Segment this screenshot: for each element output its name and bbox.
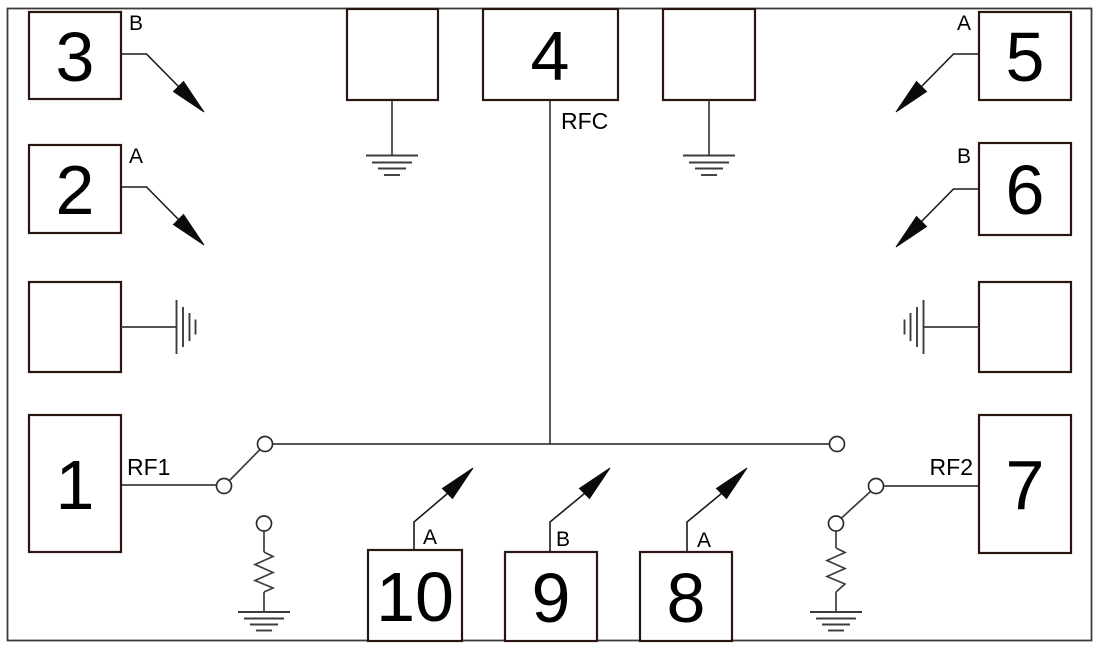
pin-2-control-label: A (129, 145, 143, 168)
ground-pad-top-left (345, 7, 440, 176)
control-arrow-icon (121, 53, 180, 88)
switch-throw-contact-right-shunt (827, 515, 845, 532)
pin-2-number: 2 (56, 151, 95, 229)
control-arrow-head-icon (895, 80, 928, 113)
control-arrow-head-icon (172, 213, 205, 246)
control-arrow-icon (686, 492, 723, 552)
switch-pole-contact-left (215, 477, 233, 495)
pin-3: 3 B (27, 10, 205, 113)
pin-8: 8 A (638, 467, 748, 643)
switch-throw-contact-left-shunt (255, 515, 273, 532)
pin-5-number: 5 (1006, 18, 1045, 96)
resistor-icon (824, 547, 848, 593)
pin-9-control-label: B (556, 528, 570, 551)
switch-arm-left (228, 449, 261, 482)
pin-5-control-label: A (957, 12, 971, 35)
blank-pin-box (661, 7, 757, 102)
pin-10-number: 10 (376, 558, 454, 636)
pin-6-box (977, 141, 1073, 237)
pin-4-box (481, 7, 620, 102)
pin-6-control-label: B (957, 145, 971, 168)
ground-pad-top-right (661, 7, 757, 176)
pin-9-box (503, 550, 599, 643)
pin-3-box (27, 10, 123, 101)
blank-pin-box (27, 280, 123, 374)
pin-5: 5 A (895, 10, 1073, 113)
resistor-icon (252, 551, 276, 593)
pin-7-number: 7 (1006, 446, 1045, 524)
ground-side-icon (175, 300, 197, 354)
pin-3-control-label: B (129, 12, 143, 35)
blank-pin-box (977, 280, 1073, 374)
pin-9: 9 B (503, 467, 611, 643)
pin-6: 6 B (895, 141, 1073, 248)
shunt-resistor-left (238, 531, 290, 632)
switch-throw-contact-right-bus (828, 435, 846, 453)
control-arrow-icon (549, 492, 586, 552)
pin-1: 1 RF1 (27, 413, 170, 554)
control-arrow-icon (920, 53, 979, 88)
ground-icon (366, 154, 418, 176)
pin-1-number: 1 (56, 446, 95, 524)
pin-4-net-label: RFC (561, 108, 608, 134)
pin-7-net-label: RF2 (930, 454, 973, 480)
control-arrow-icon (413, 492, 449, 550)
control-arrow-head-icon (172, 80, 205, 113)
ground-icon (810, 611, 862, 632)
pin-10-control-label: A (423, 526, 437, 549)
pin-5-box (977, 10, 1073, 102)
pin-7: 7 RF2 (930, 413, 1073, 555)
control-arrow-head-icon (895, 215, 928, 248)
pin-8-control-label: A (697, 529, 711, 552)
pin-10: 10 A (366, 467, 474, 643)
blank-pin-box (345, 7, 440, 102)
pin-3-number: 3 (56, 18, 95, 96)
pin-2-box (27, 143, 123, 235)
net-wires (121, 100, 979, 519)
switch-pole-contact-right (867, 477, 885, 495)
switch-arm-right (840, 490, 872, 519)
pin-8-box (638, 550, 734, 643)
control-arrow-icon (920, 188, 979, 223)
ground-side-icon (903, 300, 925, 354)
pin-8-number: 8 (667, 559, 706, 637)
pin-6-number: 6 (1006, 151, 1045, 229)
control-arrow-head-icon (578, 467, 611, 500)
pin-1-net-label: RF1 (127, 454, 170, 480)
pin-7-box (977, 413, 1073, 555)
pin-4: 4 RFC (481, 7, 620, 134)
shunt-resistor-right (810, 531, 862, 632)
control-arrow-head-icon (441, 467, 474, 500)
ground-icon (683, 154, 735, 176)
switch-contacts (215, 435, 885, 532)
pin-2: 2 A (27, 143, 205, 246)
ground-pad-mid-right (903, 280, 1073, 374)
ground-icon (238, 611, 290, 632)
pin-4-number: 4 (531, 17, 570, 95)
pin-10-box (366, 548, 464, 643)
switch-throw-contact-left-bus (256, 435, 274, 453)
control-arrow-head-icon (715, 467, 748, 500)
pin-9-number: 9 (532, 559, 571, 637)
pin-1-box (27, 413, 123, 554)
control-arrow-icon (121, 186, 180, 221)
ground-pad-mid-left (27, 280, 197, 374)
